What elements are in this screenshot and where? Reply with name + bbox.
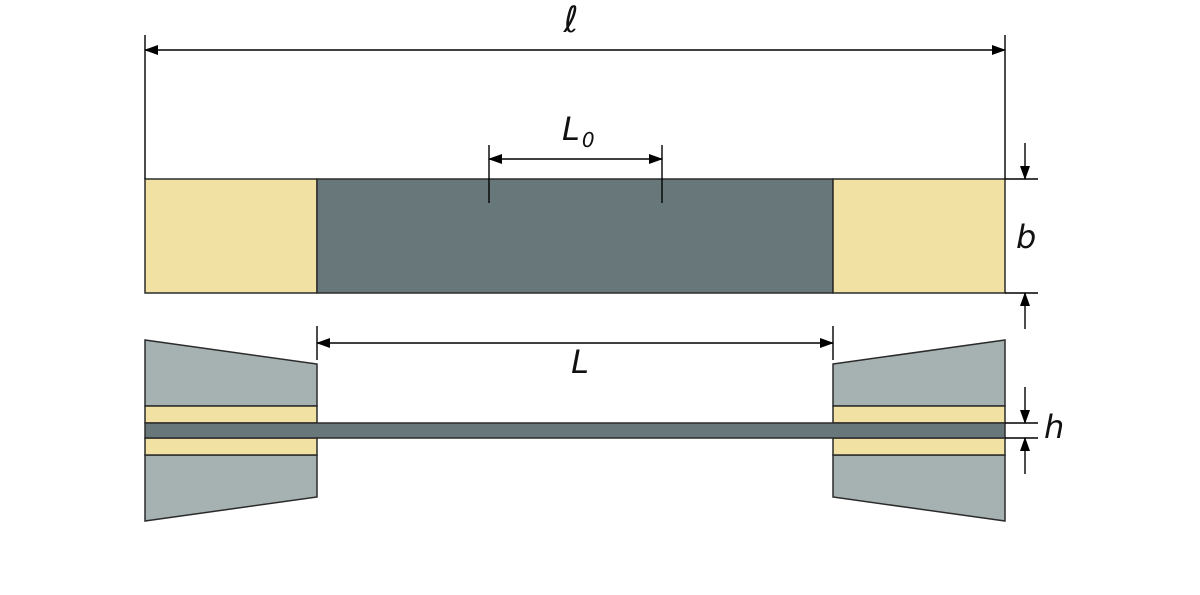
right-grip-lower [832,454,1006,522]
left-tab-lower [144,437,318,456]
right-grip-upper [832,339,1006,407]
thickness-label: h [1044,408,1064,446]
overall-length-dimension [144,35,1006,179]
gauge-length-label-base: L [562,110,580,148]
free-length-dimension [316,326,834,360]
specimen-strip [144,422,1006,439]
gauge-section [316,178,834,294]
overall-length-label: ℓ [563,0,579,41]
left-grip-upper [144,339,318,407]
free-length-label: L [571,343,589,381]
left-grip-lower [144,454,318,522]
right-tab-upper [832,405,1006,424]
left-end-tab [144,178,318,294]
width-dimension [1005,143,1038,329]
side-view [144,339,1006,522]
right-end-tab [832,178,1006,294]
thickness-dimension [1005,387,1038,474]
top-view [144,145,1006,294]
left-tab-upper [144,405,318,424]
width-label: b [1016,218,1036,256]
right-tab-lower [832,437,1006,456]
gauge-length-label-sub: 0 [582,128,595,152]
